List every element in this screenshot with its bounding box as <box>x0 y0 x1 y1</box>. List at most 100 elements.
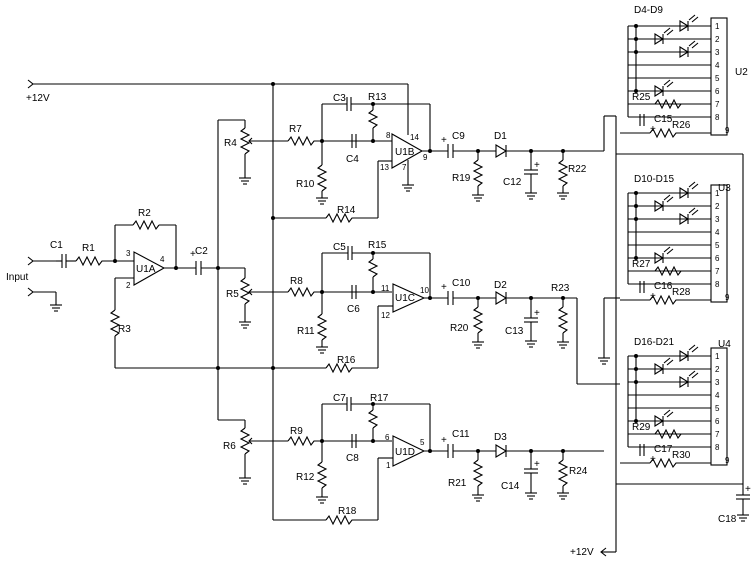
svg-text:13: 13 <box>380 163 389 172</box>
ic-pin-number: 8 <box>715 280 720 289</box>
led-icon <box>679 350 690 362</box>
svg-text:1: 1 <box>386 461 391 470</box>
r16-label: R16 <box>337 355 356 366</box>
opamp-u1a: U1A 3 2 4 R2 R3 <box>109 208 196 368</box>
d2-label: D2 <box>494 280 507 291</box>
channel-1: R7 R10 C3 R13 C4 U1B 8 13 14 7 9 <box>271 92 616 224</box>
r23-label: R23 <box>551 283 570 294</box>
r5-label: R5 <box>226 289 239 300</box>
svg-text:12: 12 <box>381 311 390 320</box>
r11-label: R11 <box>297 326 315 337</box>
ic-u2-label: U2 <box>735 67 748 78</box>
ic-pin-number: 5 <box>715 404 720 413</box>
c13-label: C13 <box>505 326 524 337</box>
svg-text:9: 9 <box>423 153 428 162</box>
svg-text:10: 10 <box>420 286 429 295</box>
r12-label: R12 <box>296 472 315 483</box>
ic-pin-number: 7 <box>715 430 720 439</box>
svg-text:14: 14 <box>410 133 419 142</box>
r18-label: R18 <box>338 506 357 517</box>
c7-label: C7 <box>333 393 346 404</box>
ic-pin-number: 3 <box>715 48 720 57</box>
led-icon <box>679 46 690 58</box>
svg-text:+: + <box>534 459 540 470</box>
ic-pin-number: 2 <box>715 365 720 374</box>
svg-text:+: + <box>441 135 447 146</box>
r4-label: R4 <box>224 138 237 149</box>
ic-pin-number: 2 <box>715 35 720 44</box>
svg-text:11: 11 <box>381 284 390 293</box>
r26-label: R26 <box>672 120 691 131</box>
vcc-rail-top: +12V <box>26 79 409 520</box>
led-icon <box>679 20 690 32</box>
ic-pin-number: 6 <box>715 87 720 96</box>
ic-pin-number: 8 <box>715 113 720 122</box>
c6-label: C6 <box>347 304 360 315</box>
r15-label: R15 <box>368 240 387 251</box>
r22-label: R22 <box>568 164 587 175</box>
ic-pin-number: 4 <box>715 391 720 400</box>
led-icon <box>654 415 665 427</box>
r17-label: R17 <box>370 393 389 404</box>
input-section: Input C1 R1 <box>6 240 115 312</box>
u1b-label: U1B <box>395 147 415 158</box>
r6-label: R6 <box>223 441 236 452</box>
led-group-2-label: D10-D15 <box>634 174 674 185</box>
svg-text:6: 6 <box>385 433 390 442</box>
r28-label: R28 <box>672 287 691 298</box>
vcc-rail-right: + C18 +12V <box>570 116 751 558</box>
ic-u3 <box>710 184 728 303</box>
r29-label: R29 <box>632 422 651 433</box>
c16-label: C16 <box>654 281 673 292</box>
c9-label: C9 <box>452 131 465 142</box>
svg-text:3: 3 <box>126 249 131 258</box>
svg-text:4: 4 <box>160 255 165 264</box>
c18-label: C18 <box>718 514 737 525</box>
r24-label: R24 <box>569 466 588 477</box>
u1d-label: U1D <box>395 447 415 458</box>
led-icon <box>654 252 665 264</box>
channel-2: R8 R11 C5 R15 C6 U1C 11 12 10 <box>115 240 620 385</box>
d3-label: D3 <box>494 432 507 443</box>
c2-label: C2 <box>195 246 208 257</box>
ic-pin-number: 7 <box>715 100 720 109</box>
c5-label: C5 <box>333 242 346 253</box>
ic-pin-number: 9 <box>725 456 730 465</box>
svg-text:+: + <box>534 160 540 171</box>
ic-pin-number: 9 <box>725 293 730 302</box>
ic-u2 <box>710 17 728 136</box>
svg-text:+: + <box>441 435 447 446</box>
svg-text:8: 8 <box>386 131 391 140</box>
svg-text:+: + <box>745 484 751 495</box>
svg-text:5: 5 <box>420 438 425 447</box>
svg-text:+: + <box>534 308 540 319</box>
ic-pin-number: 6 <box>715 417 720 426</box>
svg-text:2: 2 <box>126 281 131 290</box>
led-icon <box>654 363 665 375</box>
r20-label: R20 <box>450 323 469 334</box>
input-label: Input <box>6 272 28 283</box>
c12-label: C12 <box>503 177 522 188</box>
led-icon <box>654 33 665 45</box>
vcc-label-left: +12V <box>26 93 50 104</box>
ic-pin-number: 2 <box>715 202 720 211</box>
ic-pin-number: 1 <box>715 22 720 31</box>
channel-3: R9 R12 C7 R17 C8 U1D 6 1 5 R1 <box>273 393 604 526</box>
ic-u4-label: U4 <box>718 339 731 350</box>
r1-label: R1 <box>82 243 95 254</box>
ic-pin-number: 1 <box>715 189 720 198</box>
vcc-label-bottom: +12V <box>570 547 594 558</box>
r14-label: R14 <box>337 205 356 216</box>
r19-label: R19 <box>452 173 471 184</box>
c11-label: C11 <box>452 429 470 440</box>
r2-label: R2 <box>138 208 151 219</box>
c10-label: C10 <box>452 278 471 289</box>
ic-pin-number: 5 <box>715 241 720 250</box>
ic-pin-number: 8 <box>715 443 720 452</box>
r13-label: R13 <box>368 92 387 103</box>
ic-u3-label: U3 <box>718 183 731 194</box>
ic-pin-number: 3 <box>715 215 720 224</box>
